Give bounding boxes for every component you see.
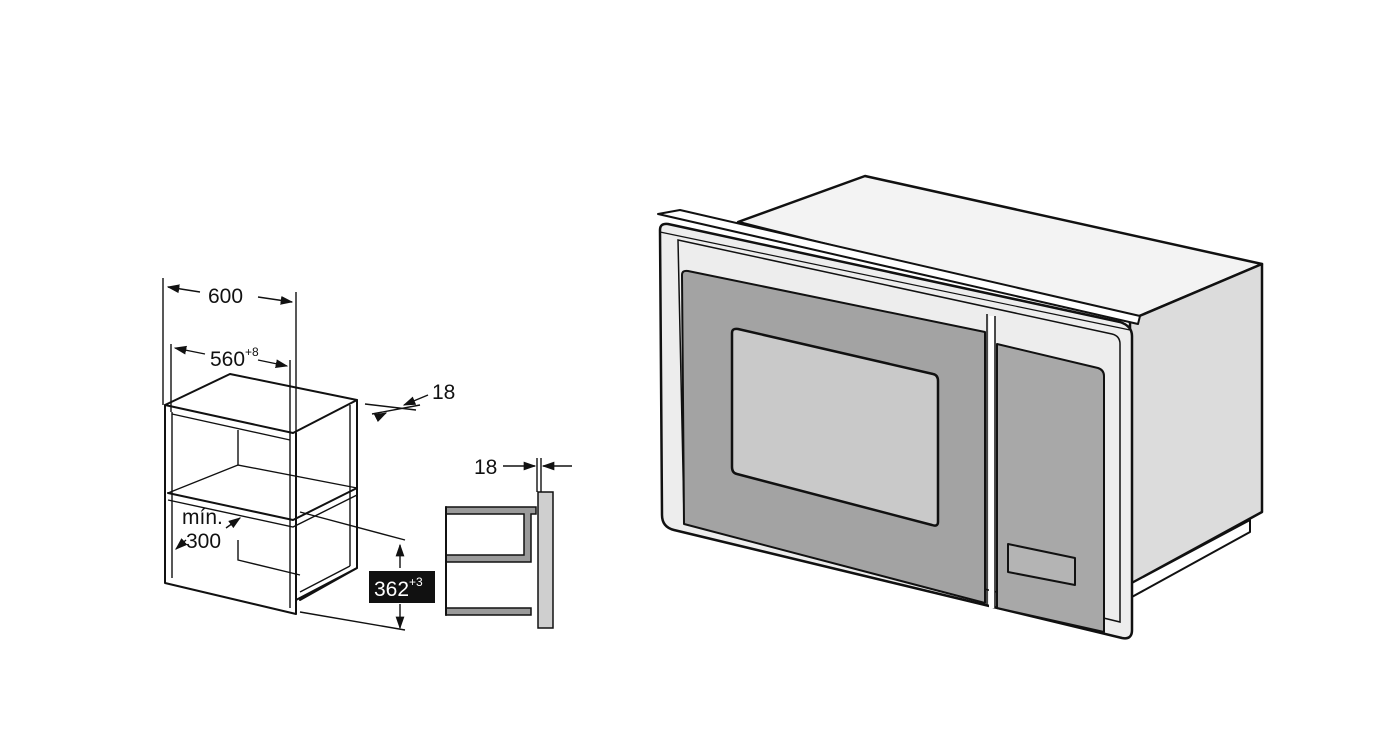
dim-height: 362+3: [374, 575, 423, 601]
dim-18-top-arrow2: [373, 412, 388, 423]
dim-top-panel-thickness: 18: [432, 381, 455, 404]
dim-min-arrow-up: [225, 517, 242, 529]
microwave-display: [1007, 543, 1076, 586]
dim-362-ext-bottom: [299, 611, 406, 631]
niche-lower-back: [237, 540, 301, 576]
niche-top-board: [164, 373, 358, 434]
dim-18-top-arrow: [402, 394, 429, 406]
microwave-trim-line: [659, 231, 1131, 331]
dim-560-arrow-left: [173, 345, 206, 355]
dim-362-ext-top: [299, 511, 406, 541]
section-drawing: 18: [445, 456, 572, 629]
dim-18-top-ext: [364, 403, 417, 411]
microwave-window: [730, 327, 940, 527]
dim-inner-width: 560+8: [210, 345, 259, 371]
niche-middle-shelf-under: [167, 494, 358, 528]
microwave-top-trim: [657, 209, 1141, 325]
dim-600-arrow-right: [257, 295, 294, 305]
dim-600-arrow-left: [166, 284, 201, 294]
microwave-frame-inner: [677, 239, 1121, 623]
dim-min-arrow-down: [175, 538, 188, 550]
niche-bottom-board-inner: [299, 565, 351, 593]
section-wall: [537, 491, 554, 629]
dim-side-panel-thickness: 18: [474, 456, 497, 479]
microwave-drawing: [657, 174, 1264, 640]
dim-outer-width: 600: [208, 285, 243, 308]
section-upper-board: [445, 506, 537, 563]
niche-middle-shelf-back: [167, 464, 239, 494]
height-badge: [369, 571, 435, 603]
dim-560-arrow-right: [257, 359, 289, 369]
niche-middle-shelf: [167, 487, 358, 521]
dim-min-label: mín.: [182, 506, 223, 529]
microwave-control-panel: [996, 343, 1105, 633]
niche-back-wall: [237, 430, 358, 489]
niche-drawing: 600 560+8 18 mín. 300 362+3: [162, 278, 455, 631]
niche-inner-left-top: [171, 413, 291, 441]
niche-front-left-edge: [164, 404, 297, 615]
section-lower-board: [445, 607, 532, 616]
dim-min-value: 300: [186, 530, 221, 553]
niche-bottom-board: [299, 567, 358, 601]
